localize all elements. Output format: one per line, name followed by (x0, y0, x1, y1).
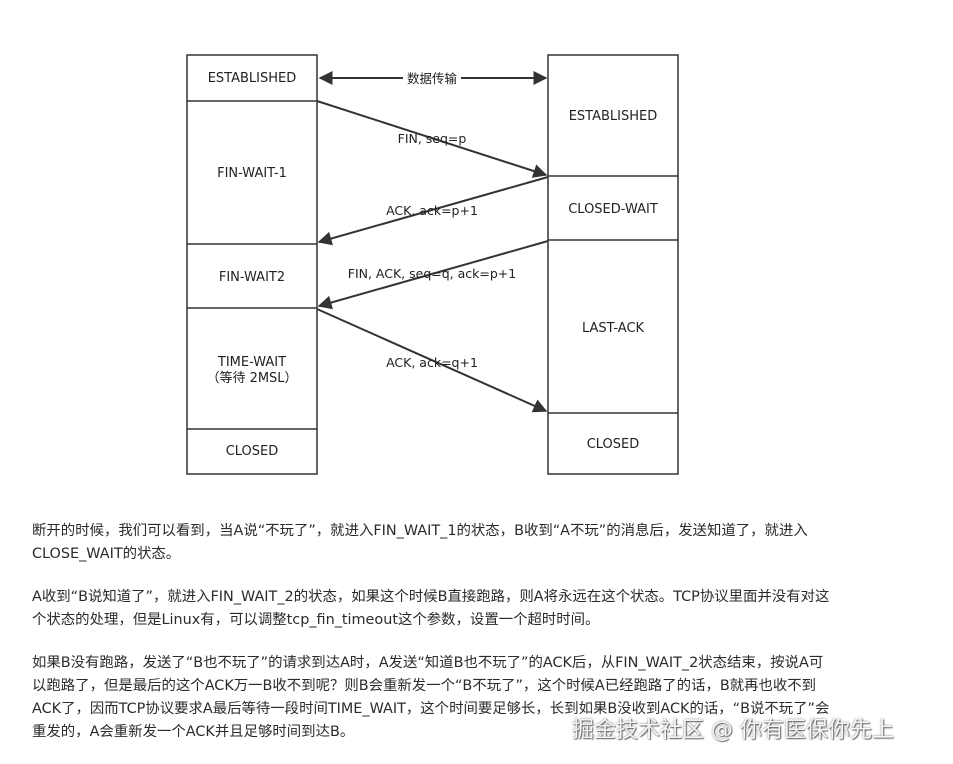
ack-arrow-2 (316, 308, 548, 413)
paragraph-fin-wait-2: A收到“B说知道了”，就进入FIN_WAIT_2的状态，如果这个时候B直接跑路，… (32, 589, 830, 628)
fin-arrow (316, 100, 548, 178)
server-state-last-ack: LAST-ACK (582, 321, 645, 336)
client-state-fin-wait-2: FIN-WAIT2 (219, 270, 285, 285)
ack-arrow-1 (317, 176, 549, 246)
ack-label-1: ACK, ack=p+1 (386, 203, 478, 218)
fin-label: FIN, seq=p (398, 131, 467, 146)
server-state-column: ESTABLISHED CLOSED-WAIT LAST-ACK CLOSED (547, 54, 679, 475)
server-state-closed: CLOSED (587, 437, 640, 452)
ack-label-2: ACK, ack=q+1 (386, 355, 478, 370)
tcp-four-way-handshake-diagram: ESTABLISHED FIN-WAIT-1 FIN-WAIT2 TIME-WA… (186, 54, 679, 475)
client-state-time-wait-note: （等待 2MSL） (206, 370, 297, 386)
server-state-established: ESTABLISHED (569, 109, 658, 124)
article-body: 断开的时候，我们可以看到，当A说“不玩了”，就进入FIN_WAIT_1的状态，B… (32, 520, 832, 764)
paragraph-fin-wait-1: 断开的时候，我们可以看到，当A说“不玩了”，就进入FIN_WAIT_1的状态，B… (32, 523, 808, 562)
client-state-time-wait: TIME-WAIT (217, 355, 286, 370)
client-state-column: ESTABLISHED FIN-WAIT-1 FIN-WAIT2 TIME-WA… (186, 54, 318, 475)
server-state-closed-wait: CLOSED-WAIT (568, 202, 658, 217)
fin-ack-arrow (317, 240, 549, 310)
paragraph-time-wait: 如果B没有跑路，发送了“B也不玩了”的请求到达A时，A发送“知道B也不玩了”的A… (32, 655, 830, 740)
client-state-closed: CLOSED (226, 444, 279, 459)
client-state-fin-wait-1: FIN-WAIT-1 (217, 166, 287, 181)
client-state-established: ESTABLISHED (208, 71, 297, 86)
watermark: 掘金技术社区 @ 你有医保你先上 (572, 718, 894, 743)
data-transfer-label: 数据传输 (407, 71, 458, 86)
fin-ack-label: FIN, ACK, seq=q, ack=p+1 (348, 266, 516, 281)
